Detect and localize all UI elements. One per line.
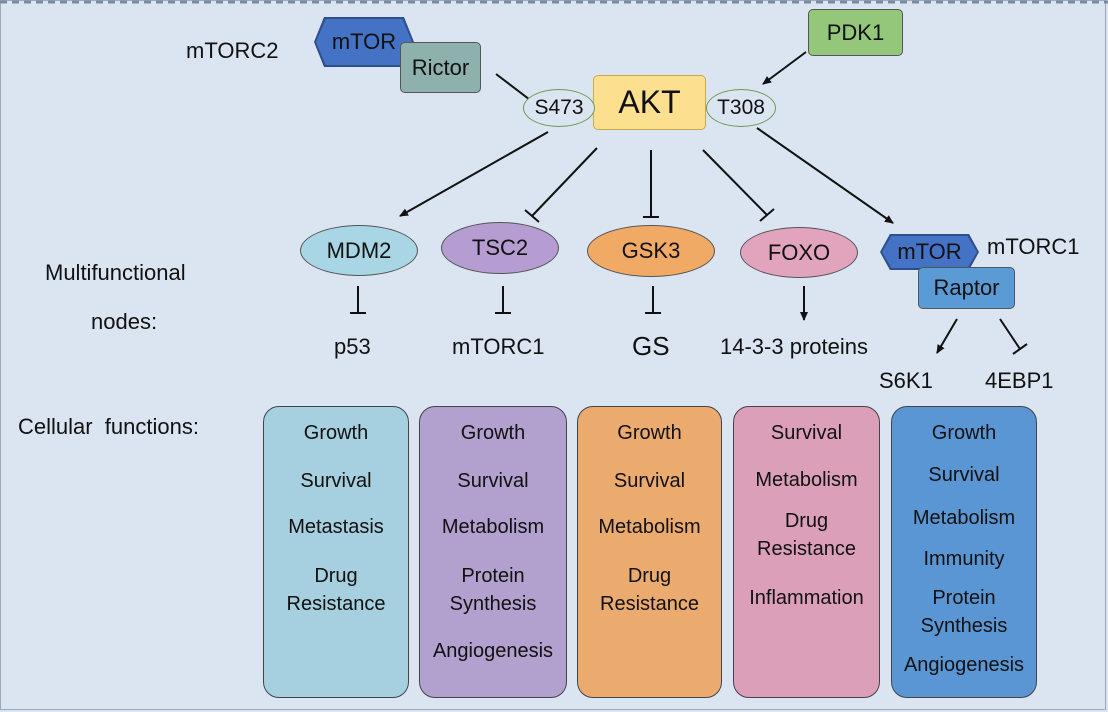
function-item: Angiogenesis: [903, 654, 1025, 676]
function-item: Drug: [314, 565, 358, 587]
pdk1-node: PDK1: [808, 9, 903, 56]
functions-panel-foxo: Survival Metabolism Drug Resistance Infl…: [733, 406, 880, 698]
inhibit-akt-to-tsc2: [531, 147, 598, 217]
arrow-raptor-to-s6k1: [936, 318, 958, 354]
function-item: Metabolism: [912, 507, 1016, 529]
arrow-pdk1-to-t308: [762, 51, 807, 85]
function-item: Survival: [613, 470, 686, 492]
functions-panel-tsc2: Growth Survival Metabolism Protein Synth…: [419, 406, 567, 698]
rictor-node: Rictor: [400, 42, 481, 93]
target-p53: p53: [334, 334, 371, 359]
foxo-node: FOXO: [740, 227, 858, 278]
function-item: Resistance: [600, 593, 699, 615]
gsk3-node: GSK3: [587, 225, 715, 277]
s473-site: S473: [523, 89, 595, 127]
cellular-functions-label: Cellular functions:: [18, 414, 199, 439]
mtor-node-mtorc2-fill: [316, 19, 412, 65]
target-mtorc1: mTORC1: [452, 334, 545, 359]
function-item: Synthesis: [449, 593, 537, 615]
function-item: Immunity: [923, 548, 1005, 570]
function-item: Protein: [461, 565, 525, 587]
function-item: Growth: [303, 422, 369, 444]
function-item: Drug: [784, 510, 829, 532]
tsc2-node: TSC2: [441, 222, 559, 274]
function-item: Protein: [932, 587, 996, 609]
mtor-node-mtorc1: mTOR: [882, 236, 977, 268]
inhibit-4ebp1-bar: [1012, 343, 1028, 355]
inhibit-raptor-to-4ebp1: [999, 318, 1021, 350]
target-14-3-3-proteins: 14-3-3 proteins: [720, 334, 868, 359]
functions-panel-mtorc1: Growth Survival Metabolism Immunity Prot…: [891, 406, 1037, 698]
function-item: Growth: [931, 422, 997, 444]
inhibit-foxo-bar: [759, 208, 775, 222]
inhibit-tsc2-bar: [524, 209, 540, 223]
function-item: Growth: [460, 422, 526, 444]
t308-site: T308: [706, 89, 776, 127]
function-item: Angiogenesis: [432, 640, 554, 662]
multifunctional-label: Multifunctional: [45, 260, 186, 285]
arrow-akt-to-mtorc1: [756, 127, 894, 224]
inhibit-akt-to-foxo: [702, 149, 768, 216]
mtor-node-mtorc2-text: mTOR: [331, 29, 397, 54]
function-item: Growth: [617, 422, 682, 444]
mtorc1-label: mTORC1: [987, 234, 1080, 259]
functions-panel-gsk3: Growth Survival Metabolism Drug Resistan…: [577, 406, 722, 698]
raptor-node: Raptor: [918, 267, 1015, 309]
function-item: Drug: [627, 565, 672, 587]
function-item: Metabolism: [441, 516, 545, 538]
mtorc2-label: mTORC2: [186, 38, 279, 63]
nodes-label: nodes:: [91, 309, 158, 334]
mdm2-node: MDM2: [300, 225, 418, 276]
function-item: Resistance: [286, 593, 386, 615]
akt-node: AKT: [593, 75, 706, 130]
function-item: Survival: [770, 422, 843, 444]
function-item: Metastasis: [288, 516, 384, 538]
function-item: Survival: [928, 464, 1000, 486]
function-item: Inflammation: [749, 587, 864, 609]
function-item: Metabolism: [598, 516, 701, 538]
target-4ebp1: 4EBP1: [985, 368, 1054, 393]
arrow-akt-to-mdm2: [399, 131, 549, 217]
function-item: Resistance: [757, 538, 856, 560]
function-item: Survival: [457, 470, 529, 492]
target-s6k1: S6K1: [879, 368, 933, 393]
function-item: Metabolism: [755, 469, 858, 491]
functions-panel-mdm2: Growth Survival Metastasis Drug Resistan…: [263, 406, 409, 698]
function-item: Synthesis: [920, 615, 1008, 637]
target-gs: GS: [632, 331, 670, 361]
top-dashed-border: [0, 0, 1108, 4]
function-item: Survival: [300, 470, 372, 492]
